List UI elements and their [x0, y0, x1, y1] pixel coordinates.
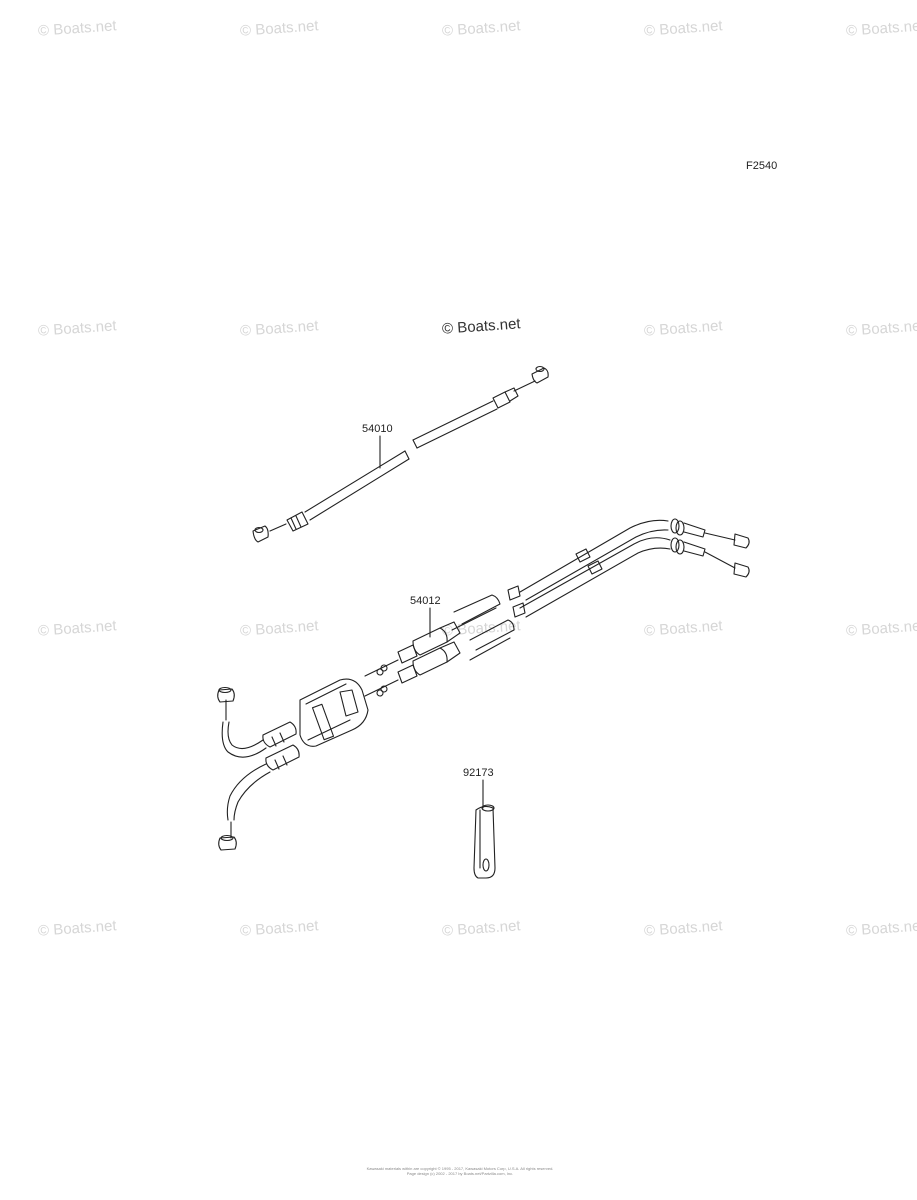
cable-54010 [252, 365, 549, 543]
part-label-54012[interactable]: 54012 [410, 595, 441, 607]
part-label-54010[interactable]: 54010 [362, 423, 393, 435]
clamp-92173 [473, 779, 496, 879]
copyright-line-1: Kawasaki materials within are copyright … [366, 1166, 554, 1171]
part-label-92173[interactable]: 92173 [463, 767, 494, 779]
figure-code: F2540 [746, 160, 778, 172]
copyright-line-2: Page design (c) 2002 - 2017 by Boats.net… [406, 1171, 514, 1176]
copyright-notice: Kawasaki materials within are copyright … [350, 1166, 570, 1176]
cable-54012 [217, 518, 750, 851]
